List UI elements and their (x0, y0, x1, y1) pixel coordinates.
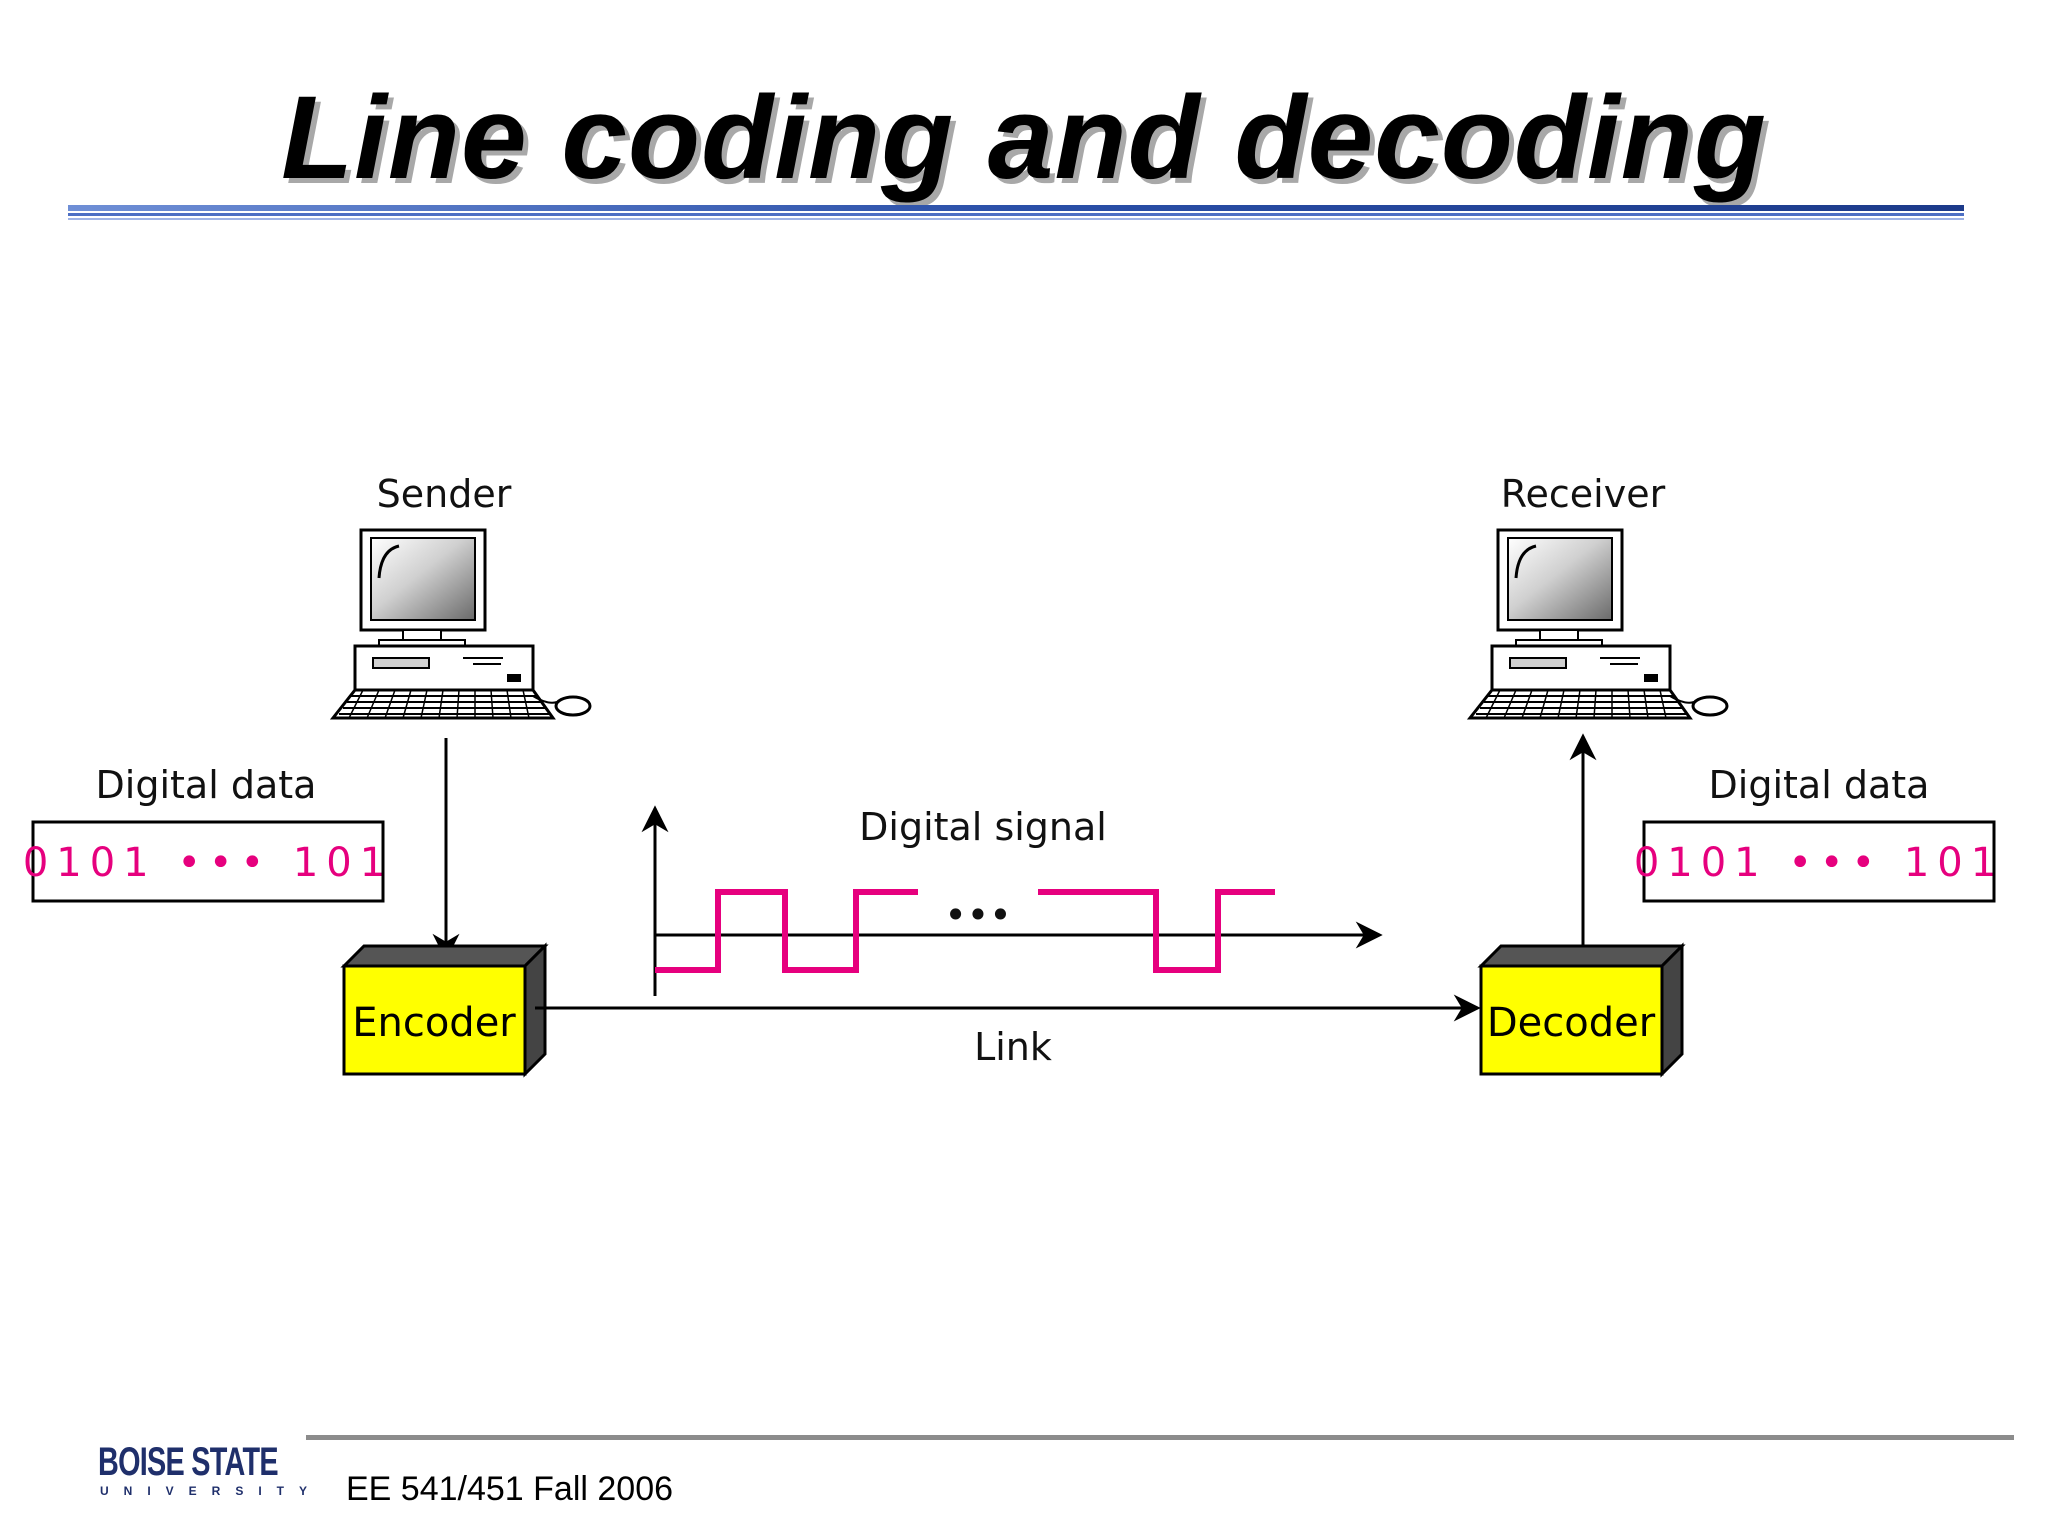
left-bits-box (31, 820, 385, 903)
logo-subtext: UNIVERSITY (100, 1484, 323, 1498)
logo-text: BOISE STATE (98, 1440, 279, 1484)
signal-ellipsis: ••• (944, 893, 1011, 937)
encoder-label: Encoder (352, 1000, 516, 1046)
link-label: Link (974, 1025, 1052, 1069)
right-bits-box (1642, 820, 1996, 903)
receiver-computer-icon (1468, 528, 1729, 720)
title-rule (68, 205, 1964, 220)
digital-signal-waveform-left (655, 889, 918, 973)
left-bits: 0101 ••• 101 (23, 840, 393, 886)
footer-course-text: EE 541/451 Fall 2006 (346, 1470, 674, 1508)
left-digital-data-label: Digital data (96, 763, 317, 807)
slide-title: Line coding and decoding (281, 72, 1767, 204)
footer-rule (306, 1435, 2014, 1440)
right-bits: 0101 ••• 101 (1634, 840, 2004, 886)
sender-computer-icon (331, 528, 592, 720)
encoder-box (340, 942, 549, 1078)
decoder-label: Decoder (1487, 1000, 1656, 1046)
right-digital-data-label: Digital data (1709, 763, 1930, 807)
sender-label: Sender (377, 472, 512, 516)
decoder-box (1477, 942, 1686, 1078)
digital-signal-waveform-right (1038, 889, 1275, 973)
receiver-label: Receiver (1501, 472, 1666, 516)
boise-state-logo: BOISE STATE UNIVERSITY (98, 1440, 307, 1498)
digital-signal-label: Digital signal (859, 805, 1107, 849)
